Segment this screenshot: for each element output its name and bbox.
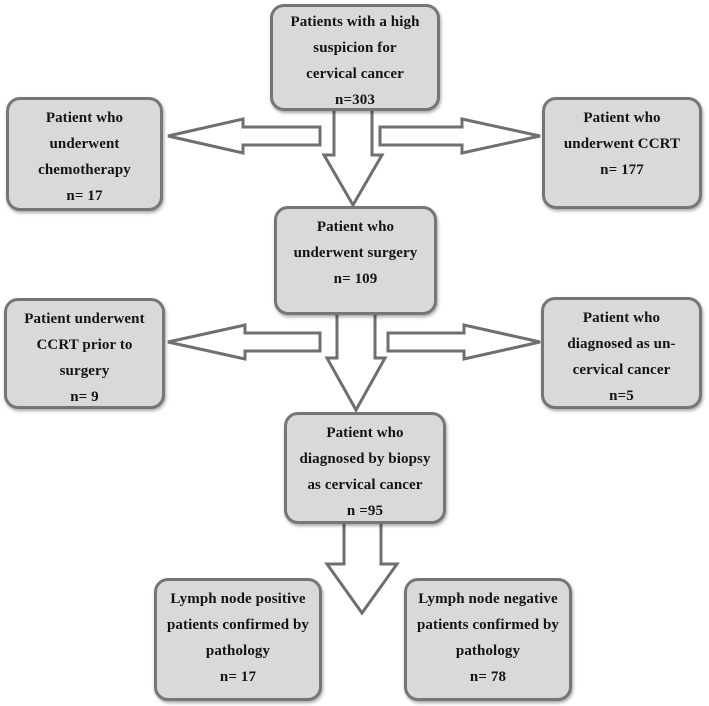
node-high-suspicion-label: Patients with a high suspicion for cervi… — [290, 14, 420, 108]
node-lymph-node-positive: Lymph node positive patients confirmed b… — [154, 578, 322, 701]
node-ccrt-label: Patient who underwent CCRT n= 177 — [563, 110, 681, 178]
node-biopsy-confirmed: Patient who diagnosed by biopsy as cervi… — [284, 412, 446, 524]
node-ccrt-prior-to-surgery: Patient underwent CCRT prior to surgery … — [4, 298, 165, 409]
node-lymph-node-negative: Lymph node negative patients confirmed b… — [404, 578, 572, 701]
node-ccrt: Patient who underwent CCRT n= 177 — [542, 97, 702, 209]
node-chemotherapy: Patient who underwent chemotherapy n= 17 — [6, 97, 163, 211]
node-non-cervical-diagnosis-label: Patient who diagnosed as un- cervical ca… — [567, 310, 676, 404]
node-biopsy-confirmed-label: Patient who diagnosed by biopsy as cervi… — [299, 425, 431, 519]
arrow-down-suspicion-to-surgery — [321, 106, 385, 208]
arrow-right-to-non-cervical — [386, 323, 541, 361]
node-non-cervical-diagnosis: Patient who diagnosed as un- cervical ca… — [541, 297, 702, 409]
node-chemotherapy-label: Patient who underwent chemotherapy n= 17 — [38, 110, 131, 204]
node-surgery-label: Patient who underwent surgery n= 109 — [293, 219, 418, 287]
arrow-down-biopsy-to-pathology — [324, 518, 400, 616]
arrow-right-to-ccrt — [378, 117, 541, 155]
node-lymph-node-negative-label: Lymph node negative patients confirmed b… — [416, 591, 560, 685]
node-ccrt-prior-to-surgery-label: Patient underwent CCRT prior to surgery … — [24, 311, 145, 405]
node-lymph-node-positive-label: Lymph node positive patients confirmed b… — [166, 591, 310, 685]
node-surgery: Patient who underwent surgery n= 109 — [274, 206, 437, 315]
node-high-suspicion: Patients with a high suspicion for cervi… — [270, 4, 440, 111]
arrow-left-to-ccrt-prior — [167, 323, 322, 361]
arrow-down-surgery-to-biopsy — [324, 310, 388, 414]
arrow-left-to-chemotherapy — [167, 117, 322, 155]
